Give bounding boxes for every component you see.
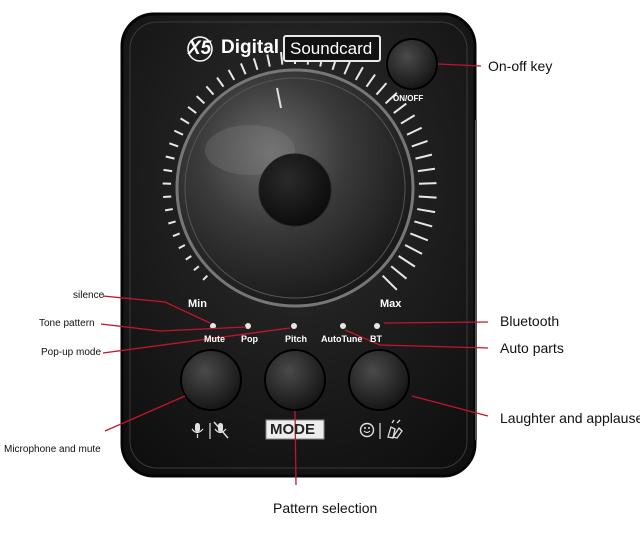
scale-tick xyxy=(281,52,282,65)
callout-silence: silence xyxy=(73,290,104,301)
callout-microphone-mute: Microphone and mute xyxy=(4,444,101,455)
indicator-autotune: AutoTune xyxy=(321,334,362,344)
indicator-pop: Pop xyxy=(241,334,258,344)
indicator-bt: BT xyxy=(370,334,382,344)
power-button[interactable] xyxy=(387,39,437,89)
dial-min-label: Min xyxy=(188,298,207,310)
mode-button[interactable] xyxy=(265,350,325,410)
led-pop xyxy=(245,323,251,329)
scale-tick xyxy=(419,196,437,197)
led-autotune xyxy=(340,323,346,329)
mode-label: MODE xyxy=(270,421,315,438)
indicator-pitch: Pitch xyxy=(285,334,307,344)
scale-tick xyxy=(419,183,437,184)
brand-mark: X5 xyxy=(188,38,211,60)
volume-knob-cap xyxy=(259,154,331,226)
led-bt xyxy=(374,323,380,329)
scale-tick xyxy=(165,209,173,210)
scale-tick xyxy=(163,196,171,197)
dial-max-label: Max xyxy=(380,298,401,310)
badge-text: Soundcard xyxy=(290,39,372,59)
callout-auto-parts: Auto parts xyxy=(500,340,564,356)
scale-tick xyxy=(163,170,172,171)
callout-on-off-key: On-off key xyxy=(488,58,552,74)
callout-bluetooth: Bluetooth xyxy=(500,313,559,329)
power-label: ON/OFF xyxy=(393,94,423,103)
callout-laughter-applause: Laughter and applause xyxy=(500,410,640,426)
led-pitch xyxy=(291,323,297,329)
sound-effects-button[interactable] xyxy=(349,350,409,410)
callout-pattern-selection: Pattern selection xyxy=(273,500,377,516)
callout-tone-pattern: Tone pattern xyxy=(39,318,95,329)
callout-popup-mode: Pop-up mode xyxy=(41,347,101,358)
indicator-mute: Mute xyxy=(204,334,225,344)
mic-mute-button[interactable] xyxy=(181,350,241,410)
device-title: Digital xyxy=(221,37,279,59)
